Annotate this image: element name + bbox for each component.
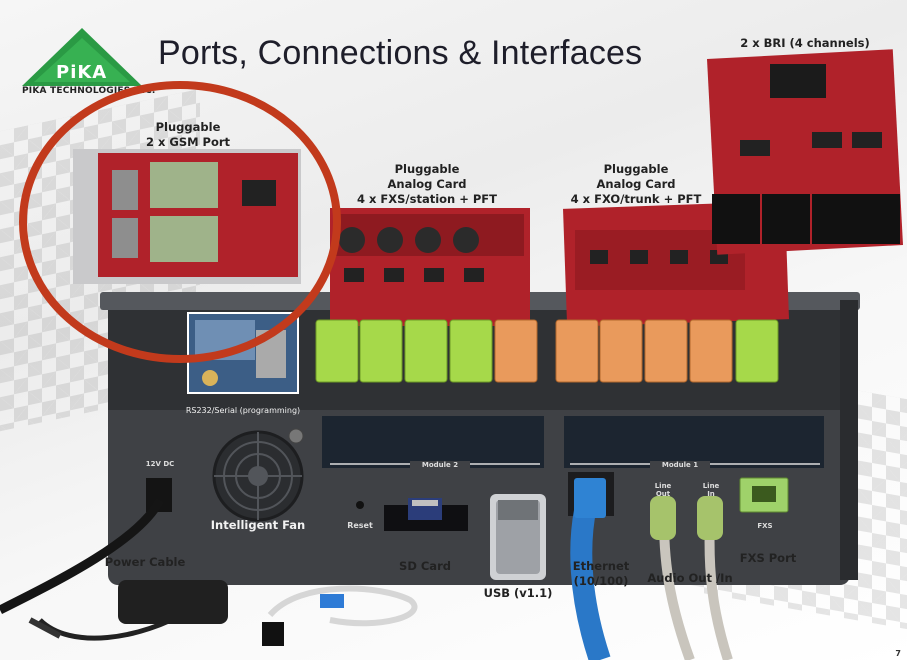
line-out-label: Line Out (648, 482, 678, 498)
page-number: 7 (895, 649, 901, 658)
logo-mark: PiKA (56, 62, 108, 83)
fxo-card-label-line3: 4 x FXO/trunk + PFT (570, 192, 702, 206)
module1-bay (564, 416, 824, 468)
gsm-highlight-circle (19, 81, 341, 363)
line-out-label-2: Out (655, 490, 671, 498)
fxo-card-label-line2: Analog Card (596, 177, 676, 191)
usb-label: USB (v1.1) (483, 586, 553, 600)
fan-icon (212, 430, 304, 522)
rj-port-row (315, 319, 779, 383)
line-in-label-2: In (707, 490, 715, 498)
fxs-small-label: FXS (757, 522, 773, 530)
gsm-label-line2: 2 x GSM Port (145, 135, 231, 149)
bri-label: 2 x BRI (4 channels) (740, 36, 870, 50)
fxo-card-label: Pluggable Analog Card 4 x FXO/trunk + PF… (566, 162, 706, 207)
usb-stick (490, 494, 546, 580)
line-in-label: Line In (696, 482, 726, 498)
serial-cable (262, 585, 418, 646)
gsm-label: Pluggable 2 x GSM Port (118, 120, 258, 150)
sd-card (384, 498, 468, 531)
logo-company: PIKA TECHNOLOGIES INC. (22, 86, 156, 96)
module2-label: Module 2 (410, 461, 470, 469)
ethernet-label-1: Ethernet (572, 559, 630, 573)
module1-label: Module 1 (650, 461, 710, 469)
audio-label: Audio Out /In (647, 571, 733, 585)
slide-title: Ports, Connections & Interfaces (158, 34, 643, 72)
reset-label: Reset (347, 521, 373, 530)
gsm-card (73, 149, 301, 284)
fxs-card-label-line2: Analog Card (387, 177, 467, 191)
gsm-label-line1: Pluggable (155, 120, 221, 134)
sd-card-label: SD Card (399, 559, 451, 573)
audio-jacks (650, 496, 733, 660)
fxs-card-label: Pluggable Analog Card 4 x FXS/station + … (352, 162, 502, 207)
ethernet-port (568, 472, 614, 660)
power-cable (0, 497, 228, 641)
ethernet-label-2: (10/100) (573, 574, 629, 588)
fxs-analog-card (330, 208, 530, 326)
power-dc-label: 12V DC (145, 460, 175, 468)
power-cable-label: Power Cable (104, 555, 186, 569)
screw-icon (288, 428, 304, 444)
bri-card (706, 49, 904, 255)
fxs-card-label-line1: Pluggable (394, 162, 460, 176)
intelligent-fan-label: Intelligent Fan (210, 518, 306, 532)
fxs-card-label-line3: 4 x FXS/station + PFT (356, 192, 498, 206)
fxo-card-label-line1: Pluggable (603, 162, 669, 176)
pika-logo (22, 28, 142, 86)
module2-bay (322, 416, 544, 468)
line-out-label-1: Line (654, 482, 672, 490)
ethernet-label: Ethernet (10/100) (568, 559, 634, 589)
fxs-port-label: FXS Port (739, 551, 797, 565)
reset-hole (356, 501, 364, 509)
line-in-label-1: Line (702, 482, 720, 490)
rs232-label: RS232/Serial (programming) (185, 406, 301, 415)
